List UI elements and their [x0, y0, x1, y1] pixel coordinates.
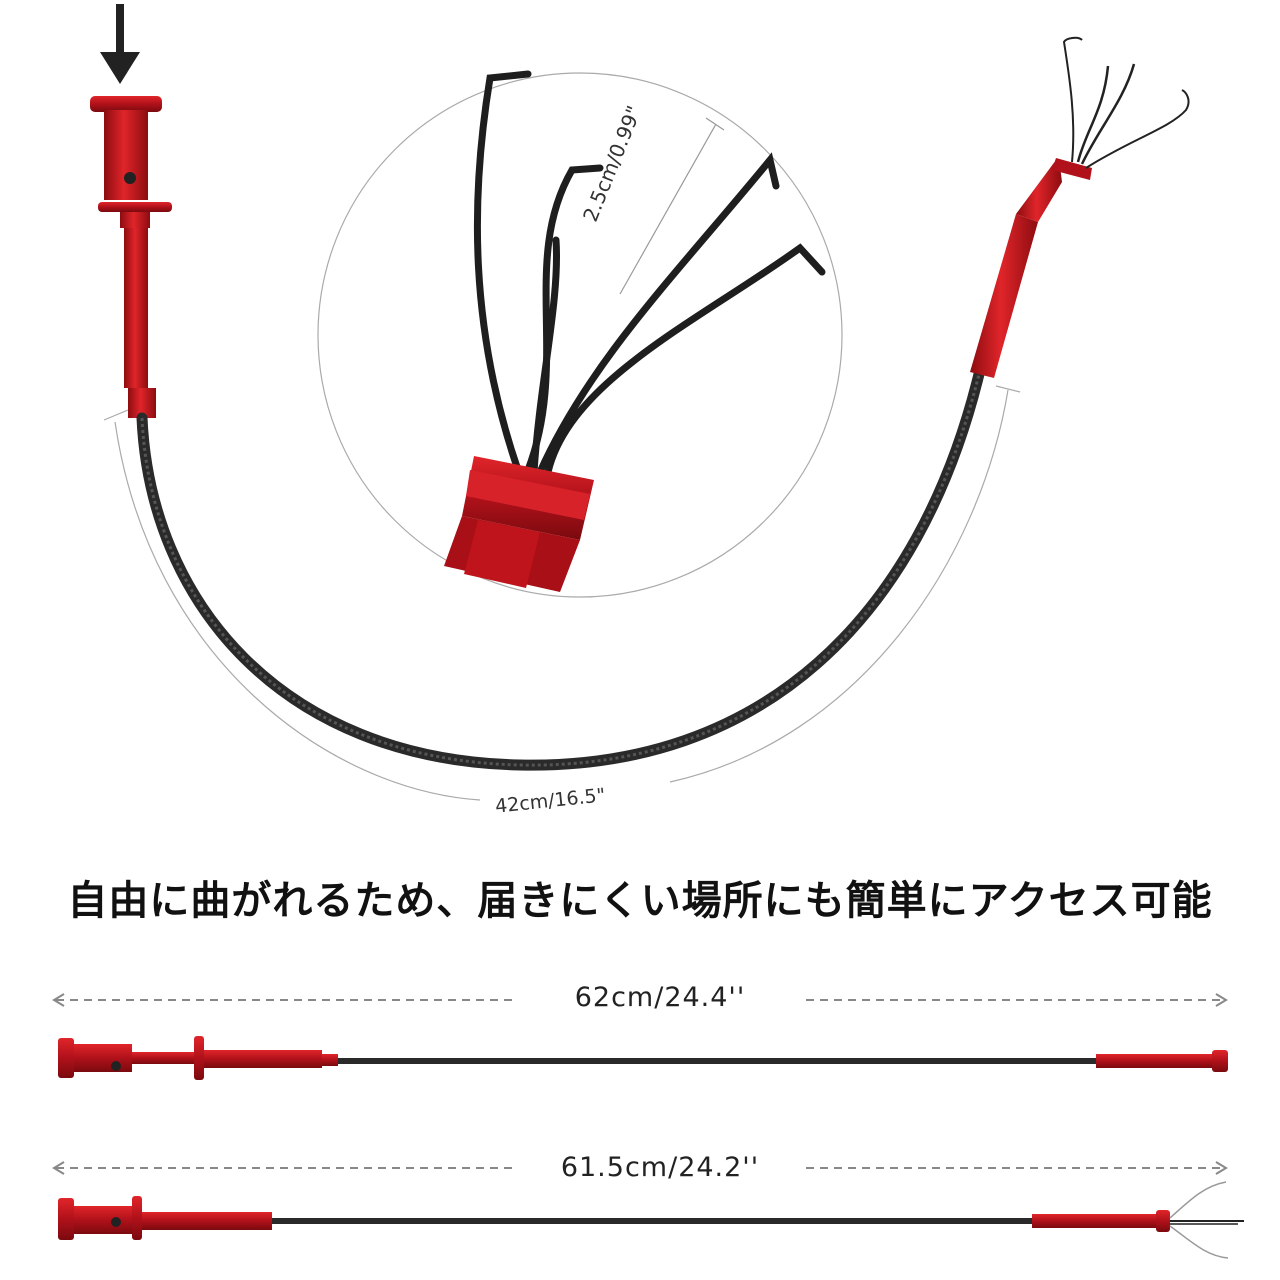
claw-end [970, 36, 1190, 378]
flex-length-guide [114, 421, 481, 801]
headline: 自由に曲がれるため、届きにくい場所にも簡単にアクセス可能 [67, 878, 1213, 924]
zoom-red-collar [444, 456, 594, 592]
tool-extended-illustration [52, 1161, 1244, 1259]
tool-retracted-illustration [52, 993, 1228, 1080]
zoom-circle [317, 72, 843, 598]
push-arrow-icon [100, 4, 140, 84]
plunger-handle [90, 96, 172, 418]
length-extended-label: 61.5cm/24.2'' [560, 1152, 760, 1183]
zoom-claw-fingers [473, 70, 826, 476]
length-retracted-label: 62cm/24.4'' [574, 982, 746, 1013]
